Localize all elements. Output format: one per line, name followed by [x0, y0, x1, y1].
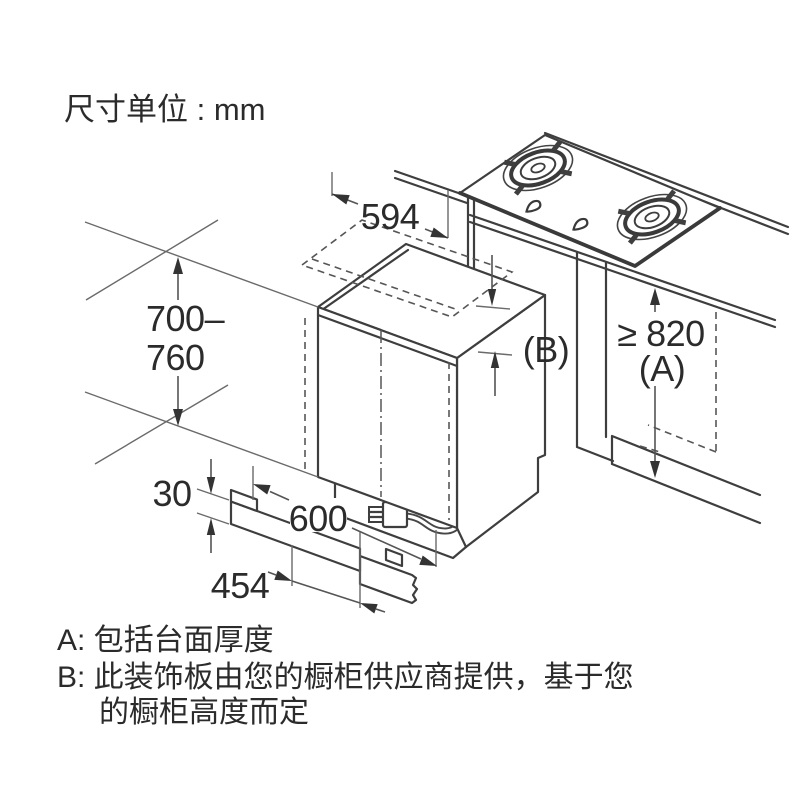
door-top-edge [316, 313, 459, 368]
strip-tab-left [229, 488, 259, 513]
power-plug-icon [368, 506, 384, 523]
knob-icon [572, 217, 589, 231]
cabinet-plinth [610, 434, 762, 525]
dim-decor-panel-b: (B) [475, 255, 570, 396]
gas-pipe [466, 195, 476, 275]
burner-right [616, 189, 688, 245]
niche-opening [300, 219, 514, 318]
side-panel [455, 293, 547, 549]
footnotes: A: 包括台面厚度 B: 此装饰板由您的橱柜供应商提供，基于您 的橱柜高度而定 [57, 624, 634, 729]
dim-label-700: 700– [146, 298, 225, 339]
dim-plinth-height: 30 [152, 459, 230, 553]
dim-label-600: 600 [289, 498, 348, 539]
dim-panel-width: 454 [211, 532, 386, 614]
cabinet-front-edges [575, 251, 615, 463]
note-a: A: 包括台面厚度 [57, 624, 274, 657]
hob-front-edges [458, 191, 722, 268]
note-b-line1: B: 此装饰板由您的橱柜供应商提供，基于您 [57, 661, 634, 694]
dim-label-454: 454 [211, 565, 270, 606]
worktop-front-edge [468, 213, 777, 329]
cabinet-hidden-niche [639, 312, 717, 453]
dim-niche-width: 594 [331, 172, 449, 239]
dim-niche-height: 700– 760 [84, 219, 319, 478]
dim-unit-depth: 600 [252, 466, 437, 567]
dim-label-a: (A) [639, 348, 686, 389]
right-cabinet [575, 251, 762, 525]
knob-icon [525, 199, 542, 213]
dim-label-820: ≥ 820 [617, 313, 704, 354]
door-panel [316, 305, 459, 530]
worktop-cut-edge [393, 169, 469, 205]
dim-worktop-height-a: ≥ 820 (A) [617, 288, 705, 478]
dim-label-b: (B) [523, 329, 570, 370]
dim-label-594: 594 [361, 196, 420, 237]
note-b-line2: 的橱柜高度而定 [99, 696, 309, 729]
dim-label-30: 30 [152, 473, 191, 514]
burner-left [502, 140, 574, 196]
dim-label-760: 760 [146, 337, 205, 378]
units-label: 尺寸单位 : mm [64, 92, 266, 127]
cooktop [458, 133, 722, 268]
strip-lower-section [358, 554, 419, 605]
plinth-strip [229, 488, 419, 605]
strip-tab-right [384, 547, 404, 568]
